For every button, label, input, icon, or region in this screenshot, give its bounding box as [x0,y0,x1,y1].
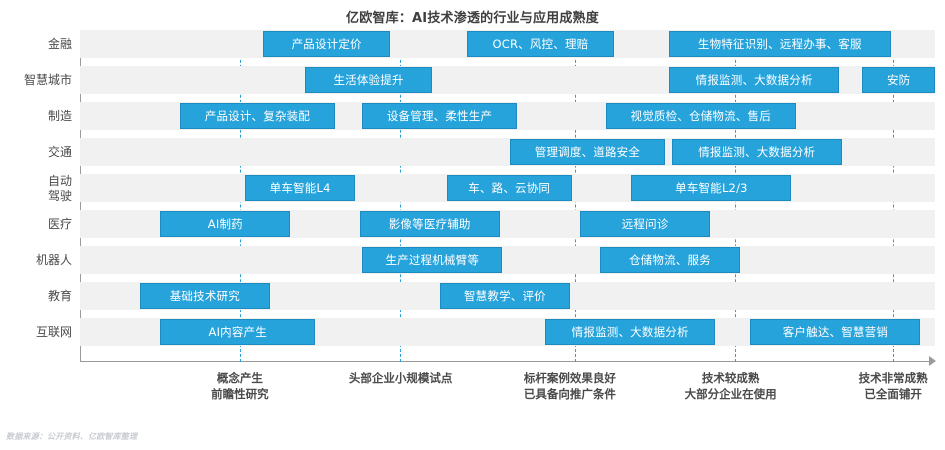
row-label-line: 教育 [47,289,72,303]
application-bar[interactable]: 仓储物流、服务 [599,247,741,273]
x-axis-line [80,361,931,362]
application-bar[interactable]: AI制药 [160,211,291,237]
row-label-line: 自动 [47,174,72,188]
row-label-line: 交通 [47,145,72,159]
stage-label-line: 前瞻性研究 [211,387,269,401]
row-label-医疗: 医疗 [0,217,72,231]
stage-label-line: 技术较成熟 [701,371,760,385]
row-label-自动驾驶: 自动驾驶 [0,174,72,204]
application-bar[interactable]: 生物特征识别、远程办事、客服 [669,31,891,57]
application-bar[interactable]: OCR、风控、理赔 [467,31,614,57]
table-row [80,246,935,274]
row-label-line: 智慧城市 [23,73,72,87]
application-bar[interactable]: 生活体验提升 [304,67,433,93]
stage-label-line: 已具备向推广条件 [523,387,616,401]
application-bar[interactable]: 影像等医疗辅助 [359,211,500,237]
row-label-line: 机器人 [35,253,72,267]
application-bar[interactable]: 基础技术研究 [139,283,270,309]
application-bar[interactable]: 设备管理、柔性生产 [362,103,517,129]
stage-1-label: 概念产生前瞻性研究 [160,370,320,402]
application-bar[interactable]: 生产过程机械臂等 [362,247,503,273]
stage-label-line: 概念产生 [216,371,263,385]
stage-2-label: 头部企业小规模试点 [321,370,481,386]
application-bar[interactable]: AI内容产生 [160,319,316,345]
stage-label-line: 已全面铺开 [864,387,922,401]
source-note: 数据来源：公开资料、亿欧智库整理 [6,432,138,441]
row-label-教育: 教育 [0,289,72,303]
stage-5-label: 技术非常成熟已全面铺开 [813,370,945,402]
x-axis-arrow-icon [929,356,936,366]
application-bar[interactable]: 车、路、云协同 [446,175,572,201]
row-label-机器人: 机器人 [0,253,72,267]
row-label-line: 制造 [47,109,72,123]
application-bar[interactable]: 单车智能L4 [245,175,356,201]
stage-label-line: 大部分企业在使用 [684,387,777,401]
application-bar[interactable]: 产品设计、复杂装配 [180,103,335,129]
row-label-智慧城市: 智慧城市 [0,73,72,87]
stage-4-label: 技术较成熟大部分企业在使用 [651,370,811,402]
application-bar[interactable]: 管理调度、道路安全 [510,139,665,165]
row-label-line: 金融 [47,37,72,51]
application-bar[interactable]: 产品设计定价 [262,31,391,57]
application-bar[interactable]: 情报监测、大数据分析 [545,319,716,345]
stage-3-label: 标杆案例效果良好已具备向推广条件 [490,370,650,402]
application-bar[interactable]: 智慧教学、评价 [439,283,570,309]
application-bar[interactable]: 远程问诊 [580,211,711,237]
row-label-制造: 制造 [0,109,72,123]
row-label-金融: 金融 [0,37,72,51]
application-bar[interactable]: 单车智能L2/3 [631,175,792,201]
stage-label-line: 标杆案例效果良好 [523,371,616,385]
application-bar[interactable]: 客户触达、智慧营销 [750,319,921,345]
application-bar[interactable]: 情报监测、大数据分析 [669,67,840,93]
row-label-交通: 交通 [0,145,72,159]
stage-label-line: 头部企业小规模试点 [348,371,453,385]
stage-label-line: 技术非常成熟 [858,371,928,385]
row-label-line: 驾驶 [47,189,72,203]
application-bar[interactable]: 视觉质检、仓储物流、售后 [605,103,796,129]
application-bar[interactable]: 安防 [862,67,935,93]
row-label-互联网: 互联网 [0,325,72,339]
row-label-line: 医疗 [47,217,72,231]
application-bar[interactable]: 情报监测、大数据分析 [671,139,842,165]
row-label-line: 互联网 [35,325,72,339]
page-title: 亿欧智库：AI技术渗透的行业与应用成熟度 [346,11,599,26]
